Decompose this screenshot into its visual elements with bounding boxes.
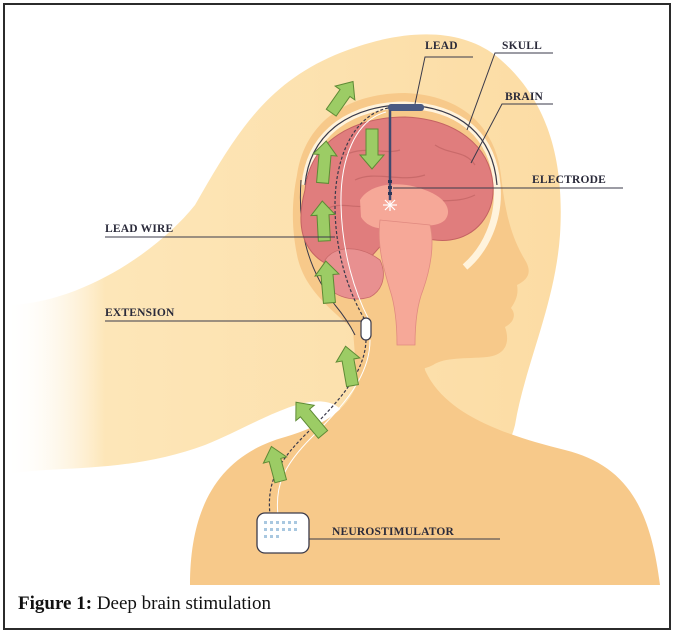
label-lead: LEAD <box>425 40 458 52</box>
label-lead-wire: LEAD WIRE <box>105 223 173 235</box>
caption-prefix: Figure 1: <box>18 593 92 614</box>
figure-caption: Figure 1: Deep brain stimulation <box>18 593 271 615</box>
label-extension: EXTENSION <box>105 307 175 319</box>
caption-text: Deep brain stimulation <box>97 593 271 614</box>
lead-cap <box>388 104 424 111</box>
label-brain: BRAIN <box>505 91 544 103</box>
label-electrode: ELECTRODE <box>532 174 606 186</box>
label-skull: SKULL <box>502 40 542 52</box>
electrode-contacts <box>388 180 392 195</box>
label-neurostimulator: NEUROSTIMULATOR <box>332 526 455 538</box>
neurostimulator-device <box>257 513 309 553</box>
extension-connector <box>361 318 371 340</box>
dbs-diagram: LEAD SKULL BRAIN ELECTRODE LEAD WIRE EXT… <box>5 5 669 585</box>
